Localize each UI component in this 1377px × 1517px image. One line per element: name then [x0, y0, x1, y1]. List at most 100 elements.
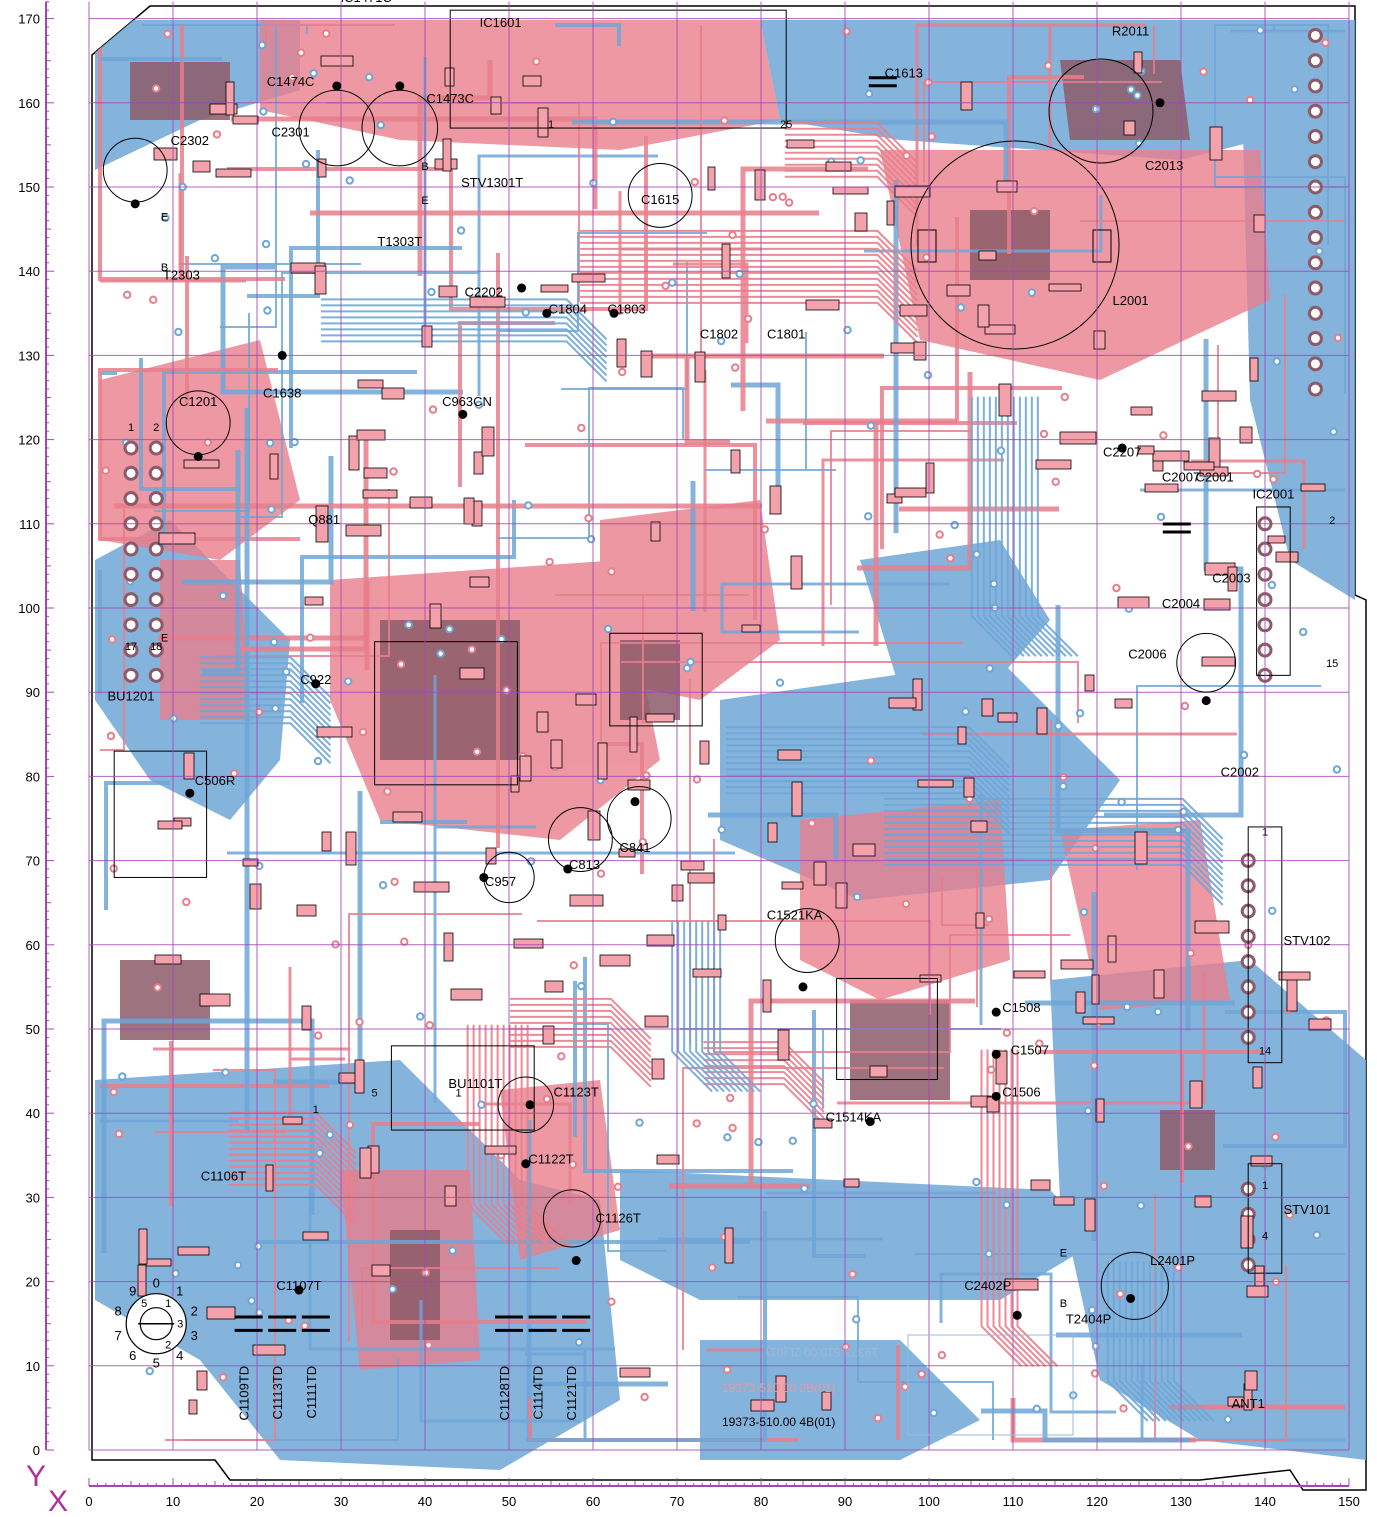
label-c1123t: C1123T [554, 1084, 599, 1099]
via [257, 40, 267, 50]
smd-pad [209, 103, 238, 115]
smd-pad [1013, 970, 1046, 979]
smd-pad [998, 383, 1012, 417]
pin-label: 2 [153, 422, 159, 434]
smd-pad [619, 1367, 651, 1378]
label-c1804: C1804 [549, 301, 587, 316]
smd-pad [629, 716, 638, 753]
bus-trace [466, 1024, 509, 1246]
smd-pad [522, 75, 542, 87]
smd-pad [790, 555, 803, 590]
bus-trace [1172, 1261, 1215, 1422]
smd-pad [767, 822, 778, 843]
bus-trace [510, 1015, 652, 1058]
via [638, 837, 647, 847]
bus-trace [689, 920, 731, 1093]
pin-label: 17 [125, 641, 137, 653]
smd-pad [1091, 974, 1100, 1005]
label-c2001: C2001 [1195, 470, 1233, 485]
via [313, 756, 323, 766]
bus-trace [580, 259, 919, 302]
x-tick-label: 30 [334, 1494, 348, 1509]
label-bu1101t: BU1101T [448, 1076, 502, 1091]
smd-pad [206, 1306, 236, 1320]
trace [525, 443, 757, 620]
smd-pad [345, 524, 382, 537]
smd-pad [981, 698, 994, 717]
polarity-dot [395, 81, 405, 91]
trace [361, 1267, 559, 1328]
smd-pad [894, 487, 927, 498]
smd-pad [249, 883, 262, 910]
c2013-capacitor-outline [1048, 58, 1154, 164]
via [1186, 949, 1196, 958]
smd-pad [363, 467, 388, 479]
via [322, 29, 331, 38]
trace [857, 372, 973, 571]
electrolytic-capacitor-outline [1100, 1251, 1169, 1320]
smd-pad [1004, 1278, 1039, 1291]
via [474, 400, 484, 409]
label-c1122t: C1122T [528, 1152, 573, 1167]
rotary-switch-number: 9 [129, 1283, 136, 1298]
polarity-dot [517, 283, 527, 293]
via [902, 151, 911, 160]
via [1184, 1142, 1193, 1151]
smd-pad [694, 351, 706, 383]
via [607, 1297, 616, 1306]
label-stv1301t: STV1301T [461, 175, 523, 190]
x-tick-label: 20 [250, 1494, 264, 1509]
via [218, 1373, 228, 1382]
smd-pad [357, 379, 384, 389]
via [428, 405, 438, 414]
via [848, 1270, 857, 1279]
via [557, 1052, 566, 1061]
via [1173, 825, 1183, 835]
bus-trace [980, 1049, 1023, 1367]
via [986, 1065, 996, 1074]
x-tick-label: 50 [502, 1494, 516, 1509]
smd-pad [1117, 596, 1150, 609]
via [843, 325, 852, 335]
bus-trace [199, 686, 332, 729]
via [259, 107, 268, 116]
smd-pad [997, 712, 1018, 723]
bus-trace [228, 1171, 357, 1214]
bu1101t-connector-body [390, 1045, 535, 1131]
trace [182, 456, 334, 585]
smd-pad [1194, 1195, 1212, 1208]
x-tick-label: 120 [1086, 1494, 1108, 1509]
trace [682, 1067, 944, 1350]
via [809, 1099, 818, 1109]
smd-pad [644, 1015, 669, 1028]
smd-pad [1201, 656, 1236, 667]
via [1239, 750, 1249, 760]
label-c1121td: C1121TD [564, 1366, 579, 1421]
smd-pad [741, 624, 761, 633]
smd-pad [196, 1370, 208, 1391]
smd-pad [616, 338, 627, 368]
via [864, 89, 874, 99]
trace [720, 582, 949, 634]
bus-trace [228, 1159, 357, 1202]
smd-pad [158, 532, 196, 545]
via [642, 771, 651, 780]
trace [803, 217, 1017, 425]
trace [1223, 1010, 1347, 1148]
via [309, 69, 318, 78]
smd-pad [1189, 1080, 1203, 1109]
bus-trace [472, 1024, 515, 1246]
x-tick-label: 90 [838, 1494, 852, 1509]
via [1290, 85, 1299, 94]
smd-pad [1114, 698, 1133, 709]
connector-pin [1307, 280, 1323, 296]
label-c2006: C2006 [1128, 647, 1166, 662]
label-c1507: C1507 [1011, 1042, 1049, 1057]
via [613, 1182, 623, 1192]
smd-pad [724, 1227, 734, 1264]
connector-pin [148, 440, 164, 456]
via [852, 892, 862, 902]
smd-pad [1082, 1016, 1115, 1025]
smd-pad [1152, 450, 1190, 462]
bus-trace [484, 1024, 527, 1246]
